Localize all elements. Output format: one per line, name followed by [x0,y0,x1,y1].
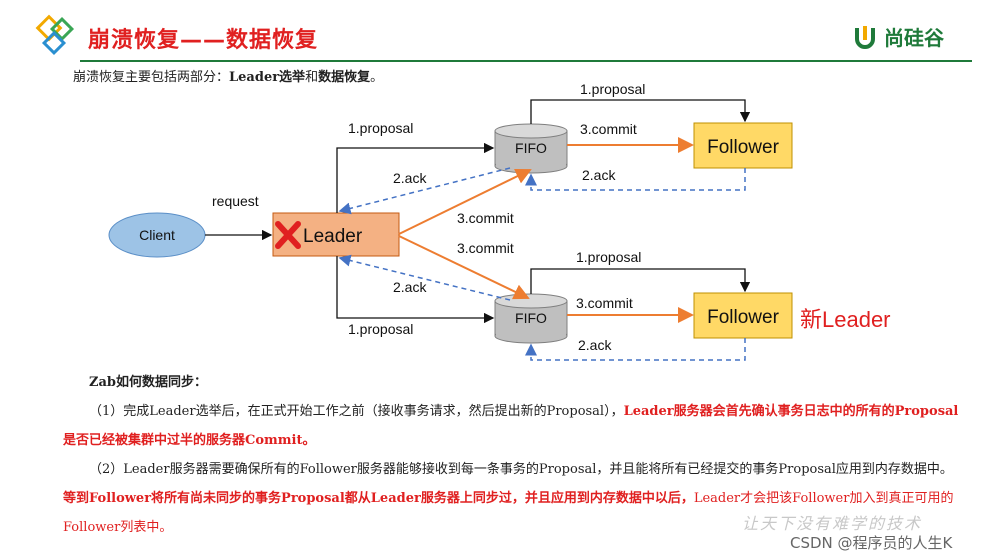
ack-arrow-leader-upper [338,167,511,215]
proposal-label-lower: 1.proposal [348,321,413,337]
fifo-queue-lower [494,293,568,344]
zab-diagram: Client request Leader 1.proposal 1.propo… [108,81,793,361]
client-label: Client [139,227,175,243]
ack-arrow-follower-lower [525,338,746,361]
intro-suffix: 。 [370,70,384,85]
intro-text: 崩溃恢复主要包括两部分：Leader选举和数据恢复。 [73,66,383,85]
new-leader-label: 新Leader [800,307,891,332]
slogan-watermark: 让天下没有难学的技术 [742,514,923,533]
sync-p2-tail: Leader才会把该Follower加入到真正可用的Follower列表中。 [63,491,954,535]
proposal-arrow-lower [336,256,495,324]
proposal-label-upper: 1.proposal [348,120,413,136]
intro-part2: 数据恢复 [318,70,371,85]
commit-label-leader-lower: 3.commit [457,240,514,256]
ack-label-follower-upper: 2.ack [582,167,616,183]
header-divider [80,60,972,62]
follower-label-upper: Follower [707,137,779,158]
follower-node-lower [693,292,793,339]
proposal-arrow-upper [336,142,495,213]
ack-label-leader-lower: 2.ack [393,279,427,295]
commit-label-leader-upper: 3.commit [457,210,514,226]
follower-label-lower: Follower [707,307,779,328]
commit-label-upper: 3.commit [580,121,637,137]
intro-prefix: 崩溃恢复主要包括两部分： [73,70,230,85]
proposal-label-fifo-upper: 1.proposal [580,81,645,97]
proposal-arrow-fifo-follower-lower [530,268,751,294]
leader-label: Leader [303,226,363,247]
ack-arrow-follower-upper [525,168,746,191]
commit-label-lower: 3.commit [576,295,633,311]
sync-section: Zab如何数据同步： （1）完成Leader选举后，在正式开始工作之前（接收事务… [63,368,963,542]
logo-icon [35,14,75,56]
leader-node [272,212,400,257]
sync-paragraph-2: （2）Leader服务器需要确保所有的Follower服务器能够接收到每一条事务… [63,455,963,542]
commit-arrow-leader-lower [398,235,530,300]
sync-p2-normal: （2）Leader服务器需要确保所有的Follower服务器能够接收到每一条事务… [89,462,953,477]
ack-label-follower-lower: 2.ack [578,337,612,353]
fifo-queue-upper [494,123,568,174]
intro-part1: Leader选举 [229,70,306,85]
csdn-watermark: CSDN @程序员的人生K [790,534,953,552]
proposal-label-fifo-lower: 1.proposal [576,249,641,265]
intro-conj: 和 [305,70,319,85]
sync-p2-red: 等到Follower将所有尚未同步的事务Proposal都从Leader服务器上… [63,491,694,506]
commit-arrow-leader-upper [398,168,532,235]
sync-p1-normal: （1）完成Leader选举后，在正式开始工作之前（接收事务请求，然后提出新的Pr… [89,404,624,419]
request-label: request [212,193,259,209]
sync-p1-red: Leader服务器会首先确认事务日志中的所有的Proposal 是否已经被集群中… [63,404,959,448]
ack-arrow-leader-lower [338,254,511,301]
brand: 尚硅谷 [852,22,944,51]
sync-paragraph-1: （1）完成Leader选举后，在正式开始工作之前（接收事务请求，然后提出新的Pr… [63,397,963,455]
fifo-label-upper: FIFO [515,140,547,156]
page-title: 崩溃恢复——数据恢复 [88,28,319,53]
follower-node-upper [693,122,793,169]
brand-logo-icon [855,25,875,49]
ack-label-leader-upper: 2.ack [393,170,427,186]
crash-x-icon [275,221,301,249]
proposal-arrow-fifo-follower-upper [530,99,751,124]
sync-heading: Zab如何数据同步： [89,375,208,390]
brand-name: 尚硅谷 [884,26,944,50]
fifo-label-lower: FIFO [515,310,547,326]
